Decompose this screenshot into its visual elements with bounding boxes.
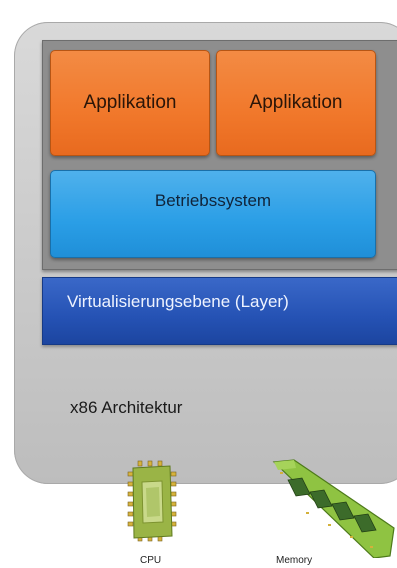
application-box-left: Applikation bbox=[50, 50, 210, 156]
application-label-right: Applikation bbox=[249, 92, 343, 113]
virtualization-layer-label: Virtualisierungsebene (Layer) bbox=[67, 292, 289, 311]
application-box-right: Applikation bbox=[216, 50, 376, 156]
memory-label: Memory bbox=[276, 555, 313, 566]
virtualization-layer-box: Virtualisierungsebene (Layer) bbox=[42, 277, 397, 345]
operating-system-box: Betriebssystem bbox=[50, 170, 376, 258]
architecture-label: x86 Architektur bbox=[70, 398, 183, 417]
memory-module-icon bbox=[272, 459, 395, 558]
application-label-left: Applikation bbox=[83, 92, 177, 113]
operating-system-label: Betriebssystem bbox=[154, 191, 272, 210]
cpu-label: CPU bbox=[140, 555, 162, 566]
cpu-chip-icon bbox=[127, 460, 177, 542]
